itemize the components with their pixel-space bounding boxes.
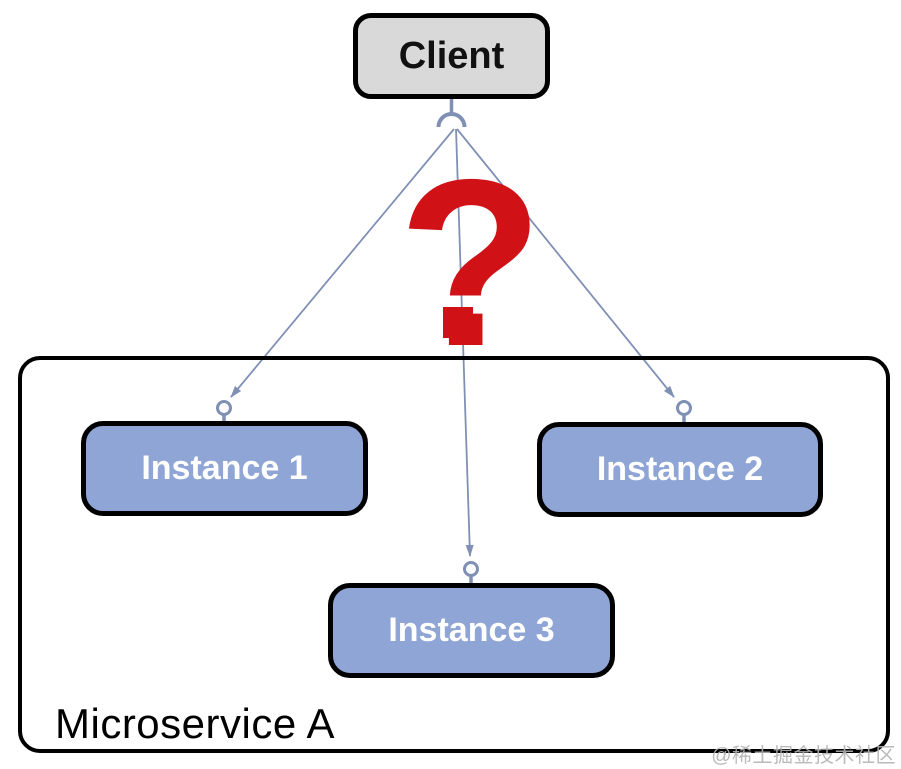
connector-client-instance3 xyxy=(455,128,474,557)
instance-2-node: Instance 2 xyxy=(537,422,823,517)
microservice-container xyxy=(18,356,890,753)
instance-3-label: Instance 3 xyxy=(388,611,555,649)
question-mark: ? xyxy=(398,131,544,396)
connector-client-instance2 xyxy=(456,128,675,398)
socket-arc-icon xyxy=(436,112,467,128)
instance-1-label: Instance 1 xyxy=(141,449,308,487)
watermark: @稀土掘金技术社区 xyxy=(711,745,896,767)
connector-client-instance1 xyxy=(230,128,455,398)
microservice-container-label: Microservice A xyxy=(55,700,336,747)
instance-2-label: Instance 2 xyxy=(596,450,764,488)
question-mark-dot xyxy=(443,307,473,338)
instance-1-node: Instance 1 xyxy=(81,421,368,516)
instance-3-node: Instance 3 xyxy=(328,583,615,678)
client-node-label: Client xyxy=(398,34,505,77)
client-node: Client xyxy=(353,13,550,99)
